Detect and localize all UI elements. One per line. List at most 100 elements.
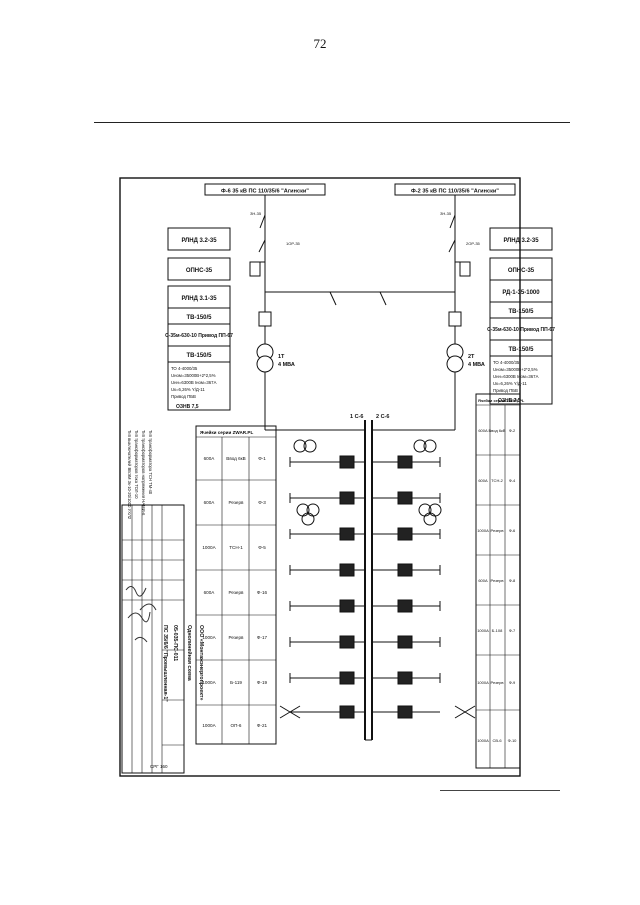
svg-text:Uк=6,26% Y/Д-11: Uк=6,26% Y/Д-11 <box>171 387 205 392</box>
svg-text:ООО «Монтажэнергопроект»: ООО «Монтажэнергопроект» <box>198 625 204 700</box>
feeders-right <box>372 439 476 719</box>
svg-text:Ф-1: Ф-1 <box>258 456 266 461</box>
svg-text:05-035-ПС-011: 05-035-ПС-011 <box>172 625 178 661</box>
svg-text:Ф-9: Ф-9 <box>509 680 516 685</box>
label-left-1: РЛНД 3.2-35 <box>181 238 217 244</box>
svg-text:Ф-16: Ф-16 <box>257 590 268 595</box>
svg-text:1000А: 1000А <box>477 738 489 743</box>
svg-text:1000А: 1000А <box>202 635 216 640</box>
svg-text:Ф-4: Ф-4 <box>509 478 516 483</box>
svg-text:Ф-5: Ф-5 <box>258 545 266 550</box>
svg-text:1000А: 1000А <box>202 723 216 728</box>
svg-text:Uк=6,26% Y/Д-11: Uк=6,26% Y/Д-11 <box>493 381 527 386</box>
svg-text:ТСН-1: ТСН-1 <box>229 545 243 550</box>
title-block-text: 05-035-ПС-011 ПС 35/6/6 "Промышленная-1"… <box>162 625 204 702</box>
transformer-left-spec: ТО 4-4000/35 Uном=35000В+2*2,5% Uнн=6300… <box>171 366 217 399</box>
busbar-2-label: 2 С-6 <box>376 414 389 420</box>
svg-text:Б-108: Б-108 <box>492 628 503 633</box>
title-block-grid <box>122 505 184 773</box>
svg-text:1ОР-35: 1ОР-35 <box>286 241 301 246</box>
label-right-2: ОПНС-35 <box>508 268 535 274</box>
title-block <box>121 504 185 774</box>
transformer-right-name: 2Т <box>468 354 475 360</box>
svg-text:ТО 4-4000/35: ТО 4-4000/35 <box>171 366 198 371</box>
transformer-right-spec-box <box>489 355 553 405</box>
svg-text:Uнн=6300В Iном=367А: Uнн=6300В Iном=367А <box>493 374 539 379</box>
svg-text:1000А: 1000А <box>477 628 489 633</box>
table-left <box>195 425 277 745</box>
svg-text:Тип трансформаторов тока ТОЛ-1: Тип трансформаторов тока ТОЛ-10 <box>134 430 139 499</box>
table-right-grid <box>476 404 520 768</box>
busbar-1-label: 1 С-6 <box>350 414 363 420</box>
table-right <box>475 393 521 769</box>
transformer-left-zone: ОЗНВ 7,5 <box>176 404 199 410</box>
label-right-5: С-35м-630-10 Привод ПП-67 <box>487 327 555 333</box>
svg-text:Ф-21: Ф-21 <box>257 723 268 728</box>
svg-text:1000А: 1000А <box>477 528 489 533</box>
svg-text:Резерв: Резерв <box>491 578 504 583</box>
transformer-right <box>446 343 464 430</box>
bottom-rule <box>440 790 560 791</box>
transformer-left <box>256 343 274 430</box>
svg-text:Привод ПБВ: Привод ПБВ <box>171 394 196 399</box>
label-right-4: ТВ-150/5 <box>508 309 534 315</box>
svg-text:Резерв: Резерв <box>229 635 244 640</box>
notes-block: Тип выключателей ВБЭМ 3к-10-20/1000 УХЛ2… <box>127 430 153 520</box>
lines-rotated-labels: ЗН-35 1ОР-35 ЗН-35 2ОР-35 <box>250 211 481 246</box>
labels-right-group: РЛНД 3.2-35 ОПНС-35 РД-1-35-1000 ТВ-150/… <box>487 227 555 357</box>
label-left-4: ТВ-150/5 <box>186 315 212 321</box>
svg-text:Ф-7: Ф-7 <box>509 628 516 633</box>
svg-text:СВ-6: СВ-6 <box>492 738 502 743</box>
feeder-right-label: Ф-2 35 кВ ПС 110/35/6 "Агински" <box>411 189 499 195</box>
svg-text:1000А: 1000А <box>477 680 489 685</box>
svg-text:Ввод 6кВ: Ввод 6кВ <box>226 456 246 461</box>
label-left-3: РЛНД 3.1-35 <box>181 296 217 302</box>
svg-text:600А: 600А <box>478 428 488 433</box>
svg-text:ЗН-35: ЗН-35 <box>440 211 452 216</box>
transformer-left-name: 1Т <box>278 354 285 360</box>
svg-text:Резерв: Резерв <box>229 590 244 595</box>
svg-text:1000А: 1000А <box>202 545 216 550</box>
label-left-6: ТВ-150/5 <box>186 353 212 359</box>
svg-text:Резерв: Резерв <box>491 528 504 533</box>
svg-text:600А: 600А <box>478 478 488 483</box>
transformer-left-rating: 4 МВА <box>278 362 295 368</box>
signature-scribbles <box>125 586 157 643</box>
svg-text:Резерв: Резерв <box>229 500 244 505</box>
feeder-left-label: Ф-6 35 кВ ПС 110/35/6 "Агински" <box>221 189 309 195</box>
svg-text:Ф-19: Ф-19 <box>257 680 268 685</box>
svg-text:Uнн=6300В Iном=367А: Uнн=6300В Iном=367А <box>171 380 217 385</box>
svg-text:Тип трансформатора ТСН ТМ-40: Тип трансформатора ТСН ТМ-40 <box>148 430 153 495</box>
table-right-title: Ячейки серии ZWAR.PL <box>478 398 525 403</box>
top-rule <box>94 122 570 123</box>
label-left-5: С-35м-630-10 Привод ПП-67 <box>165 333 233 339</box>
table-left-title: Ячейки серии ZWAR.PL <box>200 429 253 435</box>
svg-text:1000А: 1000А <box>202 680 216 685</box>
svg-text:2ОР-35: 2ОР-35 <box>466 241 481 246</box>
page-number: 72 <box>313 36 327 51</box>
svg-text:600А: 600А <box>478 578 488 583</box>
transformer-left-spec-box <box>167 361 231 411</box>
svg-text:ЗН-35: ЗН-35 <box>250 211 262 216</box>
svg-text:Ввод 6кВ: Ввод 6кВ <box>489 428 506 433</box>
svg-text:ТО 4-4000/35: ТО 4-4000/35 <box>493 360 520 365</box>
svg-text:Тип трансформаторов напряжения: Тип трансформаторов напряжения НАМИ-6 <box>141 430 146 516</box>
svg-text:Ф-8: Ф-8 <box>509 578 516 583</box>
svg-text:ТСН-2: ТСН-2 <box>491 478 504 483</box>
incoming-lines-35kv <box>249 195 471 345</box>
label-left-2: ОПНС-35 <box>186 268 213 274</box>
svg-text:Ф-3: Ф-3 <box>258 500 266 505</box>
svg-text:600А: 600А <box>204 500 216 505</box>
label-right-6: ТВ-150/5 <box>508 347 534 353</box>
svg-text:Привод ПБВ: Привод ПБВ <box>493 388 518 393</box>
label-right-1: РЛНД 3.2-35 <box>503 238 539 244</box>
label-right-3: РД-1-35-1000 <box>502 290 540 296</box>
table-left-grid <box>196 436 276 744</box>
svg-text:Uном=35000В+2*2,5%: Uном=35000В+2*2,5% <box>493 367 538 372</box>
labels-left-group: РЛНД 3.2-35 ОПНС-35 РЛНД 3.1-35 ТВ-150/5… <box>165 227 233 363</box>
svg-text:Тип выключателей ВБЭМ 3к-10-20: Тип выключателей ВБЭМ 3к-10-20/1000 УХЛ2 <box>127 430 132 520</box>
svg-text:Ф-2: Ф-2 <box>509 428 516 433</box>
